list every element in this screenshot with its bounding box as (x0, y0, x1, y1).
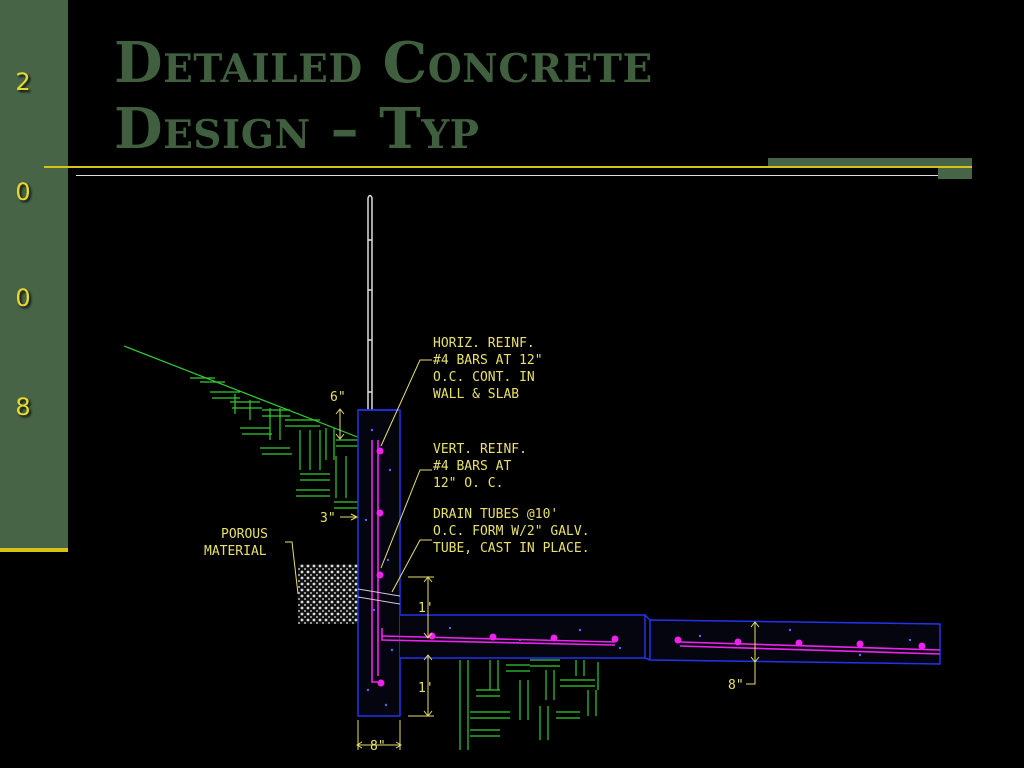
slide-title: Detailed Concrete Design – Typ (114, 30, 814, 162)
dimension-lines (335, 408, 760, 750)
slide-title-line1: Detailed Concrete (114, 30, 653, 96)
railing-post (367, 194, 373, 410)
year-digit: 8 (15, 393, 31, 421)
note-leaders (285, 359, 432, 595)
svg-text:HORIZ. REINF.: HORIZ. REINF. (433, 336, 535, 351)
sidebar-band: 2 0 0 8 (0, 0, 68, 552)
year-digit: 2 (15, 68, 31, 96)
soil-hatch-backfill (190, 377, 358, 509)
concrete-wall (357, 409, 401, 717)
dim-label-wall-width: 8" (370, 739, 386, 754)
note-porous-material: POROUS MATERIAL (204, 527, 268, 559)
drain-tube (357, 588, 401, 605)
title-rule-white (76, 175, 938, 176)
note-horizontal-reinforcement: HORIZ. REINF. #4 BARS AT 12" O.C. CONT. … (433, 336, 543, 402)
svg-text:POROUS: POROUS (221, 527, 268, 542)
svg-text:O.C. FORM W/2" GALV.: O.C. FORM W/2" GALV. (433, 524, 590, 539)
year-digit: 0 (15, 284, 31, 312)
ground-slope-line (123, 345, 361, 439)
svg-text:O.C. CONT. IN: O.C. CONT. IN (433, 370, 535, 385)
year-digit: 0 (15, 178, 31, 206)
porous-material-block (298, 564, 358, 624)
svg-text:MATERIAL: MATERIAL (204, 544, 267, 559)
dim-label-right-upper: 1' (418, 601, 434, 616)
rebar-dots (376, 447, 926, 687)
dim-label-slab-thickness: 8" (728, 678, 744, 693)
svg-text:#4 BARS AT 12": #4 BARS AT 12" (433, 353, 543, 368)
svg-text:VERT. REINF.: VERT. REINF. (433, 442, 527, 457)
svg-text:WALL & SLAB: WALL & SLAB (433, 387, 519, 402)
concrete-slab (400, 614, 941, 665)
note-vertical-reinforcement: VERT. REINF. #4 BARS AT 12" O. C. (433, 442, 527, 491)
title-rule-accent (938, 168, 972, 179)
dim-label-left: 3" (320, 511, 336, 526)
title-rule-gold (44, 166, 972, 168)
svg-text:DRAIN TUBES @10': DRAIN TUBES @10' (433, 507, 558, 522)
soil-hatch-subgrade (459, 659, 599, 750)
dim-label-right-lower: 1' (418, 681, 434, 696)
slide-title-line2: Design – Typ (114, 96, 480, 162)
svg-text:TUBE, CAST IN PLACE.: TUBE, CAST IN PLACE. (433, 541, 590, 556)
note-drain-tubes: DRAIN TUBES @10' O.C. FORM W/2" GALV. TU… (433, 507, 590, 556)
svg-text:#4 BARS AT: #4 BARS AT (433, 459, 511, 474)
dim-label-top: 6" (330, 390, 346, 405)
title-rule-accent (768, 158, 972, 166)
rebar-lines (371, 440, 941, 683)
svg-text:12" O. C.: 12" O. C. (433, 476, 503, 491)
